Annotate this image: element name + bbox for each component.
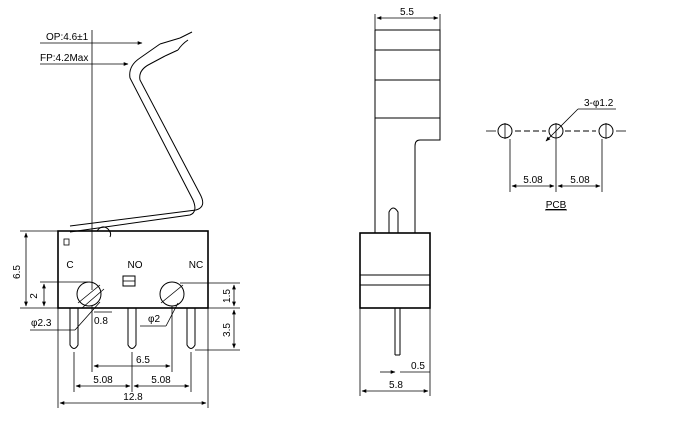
dim-hole-span: 6.5 xyxy=(91,306,173,372)
pcb-label: PCB xyxy=(546,200,567,211)
terminal-nc-label: NC xyxy=(189,260,203,271)
lever-arm xyxy=(69,31,204,238)
svg-text:3.5: 3.5 xyxy=(222,323,233,337)
dim-right-pin: 3.5 xyxy=(195,309,240,351)
front-view: C NO NC OP:4.6±1 FP:4.2Max 6.5 2 xyxy=(12,30,240,408)
side-lever xyxy=(375,29,441,233)
hole-c xyxy=(76,281,102,307)
body-marker xyxy=(63,238,70,246)
svg-text:5.08: 5.08 xyxy=(151,375,171,386)
terminal-c-label: C xyxy=(66,260,73,271)
svg-text:6.5: 6.5 xyxy=(12,265,23,279)
svg-text:5.08: 5.08 xyxy=(93,375,113,386)
side-dim-pin: 0.5 xyxy=(411,361,425,372)
dim-hole-offset: 2 xyxy=(29,281,88,307)
side-dim-body: 5.8 xyxy=(389,380,403,391)
pcb-dim-pitch-right: 5.08 xyxy=(570,175,590,186)
svg-text:1.5: 1.5 xyxy=(222,289,233,303)
dim-right-top: 1.5 xyxy=(180,282,240,309)
terminal-no-label: NO xyxy=(128,260,143,271)
dim-width: 12.8 xyxy=(57,308,209,408)
svg-text:φ2: φ2 xyxy=(148,314,160,325)
side-dim-top: 5.5 xyxy=(400,7,414,18)
svg-text:2: 2 xyxy=(29,293,40,299)
pcb-dim-hole: 3-φ1.2 xyxy=(584,98,614,109)
terminal-pins xyxy=(69,308,196,349)
side-actuator xyxy=(388,207,399,233)
side-body xyxy=(359,232,431,309)
dim-pitch: 5.08 5.08 xyxy=(73,352,192,392)
pcb-view: 3-φ1.2 5.08 5.08 PCB xyxy=(486,98,626,211)
op-fp-dimensions: OP:4.6±1 FP:4.2Max xyxy=(40,30,143,290)
pcb-dim-pitch-left: 5.08 xyxy=(523,175,543,186)
svg-text:0.8: 0.8 xyxy=(94,316,108,327)
svg-text:12.8: 12.8 xyxy=(123,392,143,403)
fp-label: FP:4.2Max xyxy=(40,53,88,64)
switch-body xyxy=(57,230,209,309)
dim-hole-dia: φ2.3 0.8 xyxy=(30,301,112,331)
side-view: 5.5 0.5 5.8 xyxy=(359,7,441,396)
svg-text:φ2.3: φ2.3 xyxy=(31,318,52,329)
svg-text:6.5: 6.5 xyxy=(136,355,150,366)
dim-height: 6.5 xyxy=(12,230,58,309)
op-label: OP:4.6±1 xyxy=(46,32,89,43)
